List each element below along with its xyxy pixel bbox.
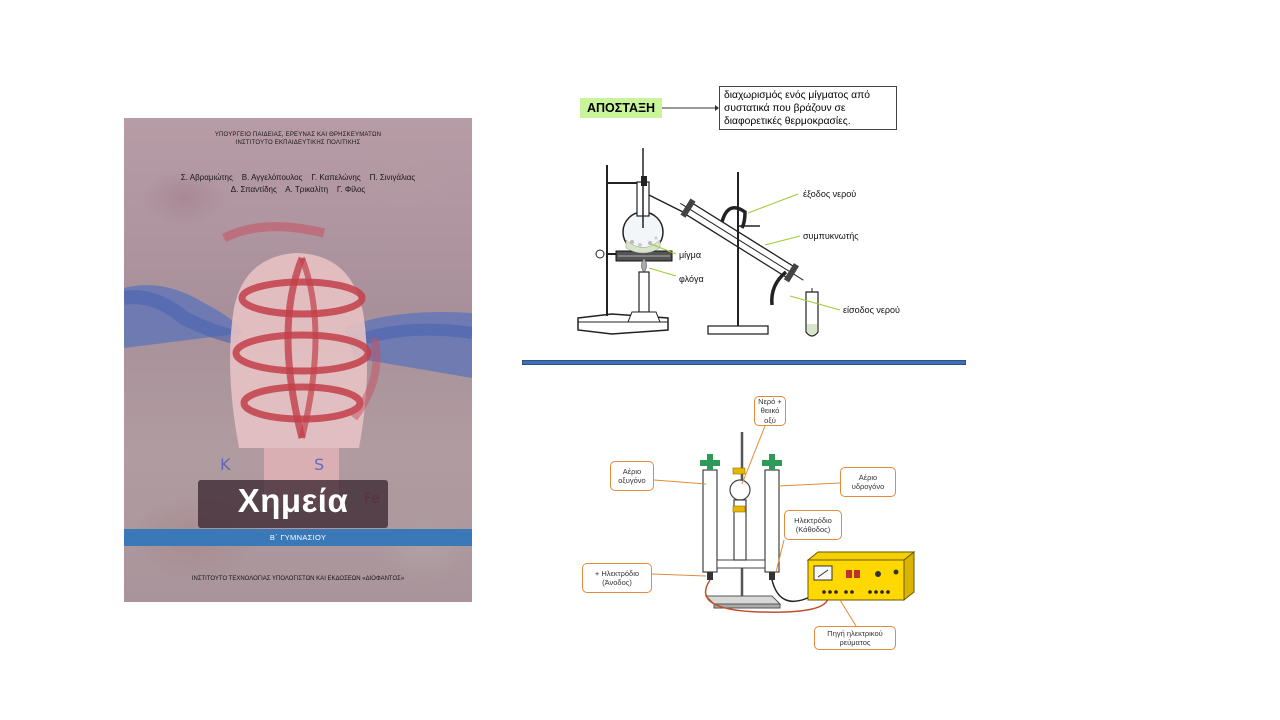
cover-artwork: K S Fe xyxy=(124,222,472,508)
distillation-definition: διαχωρισμός ενός μίγματος από συστατικά … xyxy=(719,86,897,130)
callout-line: θειικό οξύ xyxy=(760,406,780,425)
cover-publisher: ΙΝΣΤΙΤΟΥΤΟ ΤΕΧΝΟΛΟΓΙΑΣ ΥΠΟΛΟΓΙΣΤΩΝ ΚΑΙ Ε… xyxy=(191,576,405,582)
callout-line: Πηγή ηλεκτρικού xyxy=(827,628,883,638)
callout-line: (Άνοδος) xyxy=(602,578,632,587)
authors-line: Δ. Σπαντίδης Α. Τρικαλίτη Γ. Φίλος xyxy=(230,185,366,194)
callout-line: Ηλεκτρόδιο xyxy=(794,515,832,525)
callout-line: Νερό + xyxy=(758,396,782,406)
cover-authors: Σ. Αβραμιώτης Β. Αγγελόπουλος Γ. Καπελών… xyxy=(124,172,472,196)
svg-text:S: S xyxy=(314,455,324,474)
svg-text:K: K xyxy=(220,455,231,474)
section-divider xyxy=(522,360,966,365)
callout-line: υδρογόνο xyxy=(851,482,885,491)
cover-ministry-text: ΥΠΟΥΡΓΕΙΟ ΠΑΙΔΕΙΑΣ, ΕΡΕΥΝΑΣ ΚΑΙ ΘΡΗΣΚΕΥΜ… xyxy=(124,132,472,147)
callout-line: ρεύματος xyxy=(839,638,871,647)
callout-hydrogen-gas: Αέριο υδρογόνο xyxy=(840,467,896,497)
label-mixture: μίγμα xyxy=(679,250,702,260)
label-flame: φλόγα xyxy=(679,274,704,284)
callout-line: οξυγόνο xyxy=(618,476,646,485)
callout-water-acid: Νερό + θειικό οξύ xyxy=(754,396,786,426)
callout-cathode: Ηλεκτρόδιο (Κάθοδος) xyxy=(784,510,842,540)
callout-oxygen-gas: Αέριο οξυγόνο xyxy=(610,461,654,491)
cover-title-box xyxy=(198,480,388,528)
callout-anode: + Ηλεκτρόδιο (Άνοδος) xyxy=(582,563,652,593)
callout-line: Αέριο xyxy=(622,466,642,476)
cover-title: Χημεία xyxy=(237,482,349,519)
callout-power-source: Πηγή ηλεκτρικού ρεύματος xyxy=(814,626,896,650)
label-water-out: έξοδος νερού xyxy=(803,189,857,199)
book-cover: K S Fe ΥΠΟΥΡΓΕΙΟ ΠΑΙΔΕΙΑΣ, ΕΡΕΥΝΑΣ ΚΑΙ Θ… xyxy=(124,118,472,602)
label-water-in: είσοδος νερού xyxy=(843,305,900,315)
label-condenser: συμπυκνωτής xyxy=(803,231,859,241)
distillation-term: ΑΠΟΣΤΑΞΗ xyxy=(580,98,662,118)
callout-line: (Κάθοδος) xyxy=(795,525,831,534)
institute-line: ΙΝΣΤΙΤΟΥΤΟ ΕΚΠΑΙΔΕΥΤΙΚΗΣ ΠΟΛΙΤΙΚΗΣ xyxy=(235,139,361,146)
callout-line: + Ηλεκτρόδιο xyxy=(594,568,640,578)
ministry-line: ΥΠΟΥΡΓΕΙΟ ΠΑΙΔΕΙΑΣ, ΕΡΕΥΝΑΣ ΚΑΙ ΘΡΗΣΚΕΥΜ… xyxy=(214,132,382,138)
authors-line: Σ. Αβραμιώτης Β. Αγγελόπουλος Γ. Καπελών… xyxy=(180,173,416,182)
cover-grade-band: Β΄ ΓΥΜΝΑΣΙΟΥ xyxy=(124,529,472,546)
callout-line: Αέριο xyxy=(858,472,878,482)
